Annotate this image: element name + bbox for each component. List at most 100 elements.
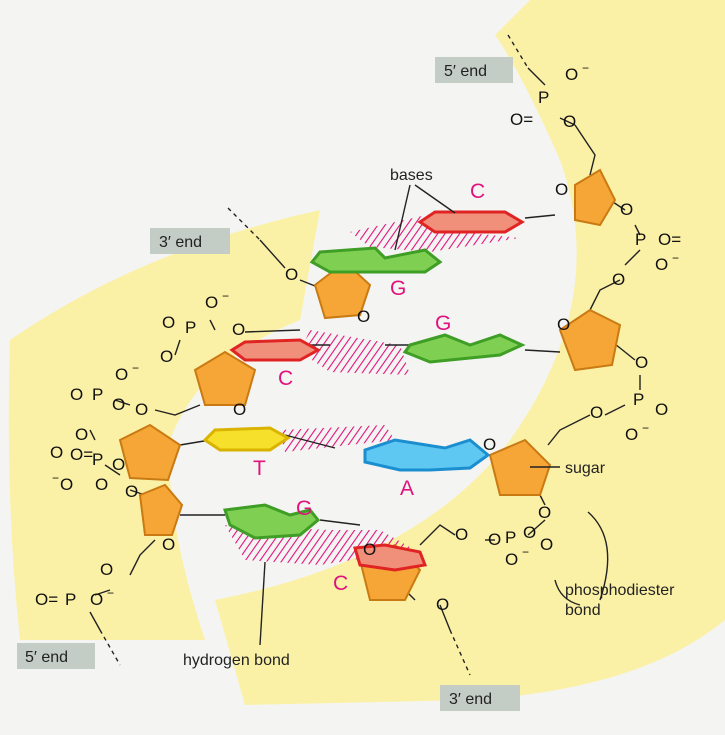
svg-text:O: O bbox=[125, 482, 138, 501]
svg-text:O: O bbox=[612, 270, 625, 289]
bases bbox=[202, 210, 526, 572]
svg-text:−: − bbox=[132, 361, 139, 375]
svg-text:P: P bbox=[92, 385, 103, 404]
svg-text:O: O bbox=[555, 180, 568, 199]
end-label-3-bottom: 3′ end bbox=[440, 685, 520, 711]
base-g-mid bbox=[402, 333, 526, 364]
sugar-right-2 bbox=[558, 308, 622, 372]
hbond-ta bbox=[280, 425, 395, 452]
svg-text:O: O bbox=[357, 307, 370, 326]
svg-text:phosphodiester: phosphodiester bbox=[565, 582, 675, 599]
svg-text:bases: bases bbox=[390, 167, 433, 184]
base-letter-c-low: C bbox=[333, 572, 348, 595]
sugars bbox=[118, 168, 622, 601]
svg-text:O: O bbox=[60, 475, 73, 494]
svg-text:O: O bbox=[233, 400, 246, 419]
svg-text:O: O bbox=[655, 255, 668, 274]
svg-text:O: O bbox=[488, 530, 501, 549]
svg-text:O: O bbox=[75, 425, 88, 444]
svg-text:bond: bond bbox=[565, 602, 601, 619]
svg-text:−: − bbox=[582, 61, 589, 75]
svg-text:−: − bbox=[222, 289, 229, 303]
svg-text:O: O bbox=[135, 400, 148, 419]
base-letters: C G G C T A G C bbox=[253, 180, 485, 595]
svg-text:O: O bbox=[625, 425, 638, 444]
base-letter-g-low: G bbox=[296, 497, 312, 520]
svg-text:O: O bbox=[505, 550, 518, 569]
svg-text:O: O bbox=[620, 200, 633, 219]
svg-text:O=: O= bbox=[658, 230, 681, 249]
svg-text:−: − bbox=[672, 251, 679, 265]
svg-text:O: O bbox=[436, 595, 449, 614]
svg-text:O: O bbox=[112, 395, 125, 414]
svg-text:P: P bbox=[505, 528, 516, 547]
svg-text:sugar: sugar bbox=[565, 460, 606, 477]
svg-text:O: O bbox=[565, 65, 578, 84]
base-g-top bbox=[309, 246, 443, 274]
svg-text:O: O bbox=[285, 265, 298, 284]
base-letter-a: A bbox=[400, 477, 414, 500]
svg-text:O: O bbox=[205, 293, 218, 312]
svg-text:O=: O= bbox=[70, 445, 93, 464]
callout-phosphodiester: phosphodiester bond bbox=[554, 511, 675, 619]
svg-text:O: O bbox=[523, 523, 536, 542]
svg-text:O: O bbox=[557, 315, 570, 334]
svg-text:O: O bbox=[112, 455, 125, 474]
svg-text:O: O bbox=[590, 403, 603, 422]
svg-text:O: O bbox=[635, 353, 648, 372]
base-c-top bbox=[417, 210, 525, 234]
sugar-right-1 bbox=[574, 168, 617, 227]
svg-text:O: O bbox=[95, 475, 108, 494]
svg-text:O: O bbox=[455, 525, 468, 544]
sugar-left-bottom bbox=[138, 483, 184, 536]
base-c-low bbox=[353, 543, 428, 572]
svg-text:−: − bbox=[52, 471, 59, 485]
base-g-low bbox=[222, 503, 321, 540]
svg-text:P: P bbox=[65, 590, 76, 609]
svg-text:O: O bbox=[70, 385, 83, 404]
base-t bbox=[202, 426, 291, 452]
svg-text:O: O bbox=[540, 535, 553, 554]
svg-text:O: O bbox=[363, 540, 376, 559]
svg-text:P: P bbox=[633, 390, 644, 409]
svg-text:P: P bbox=[635, 230, 646, 249]
svg-text:P: P bbox=[185, 318, 196, 337]
sugar-left-low bbox=[118, 423, 182, 482]
svg-text:3′ end: 3′ end bbox=[159, 234, 202, 251]
svg-text:−: − bbox=[522, 545, 529, 559]
svg-text:O: O bbox=[232, 320, 245, 339]
svg-text:O: O bbox=[162, 535, 175, 554]
end-label-3-left: 3′ end bbox=[150, 228, 230, 254]
callout-sugar: sugar bbox=[530, 460, 606, 477]
base-letter-c-top: C bbox=[470, 180, 485, 203]
svg-text:O: O bbox=[160, 347, 173, 366]
base-letter-t: T bbox=[253, 457, 266, 480]
base-letter-c-mid: C bbox=[278, 367, 293, 390]
svg-text:O: O bbox=[538, 503, 551, 522]
svg-text:P: P bbox=[92, 450, 103, 469]
callout-bases: bases bbox=[390, 167, 456, 251]
callout-hydrogen-bond: hydrogen bond bbox=[183, 561, 290, 669]
svg-text:O: O bbox=[90, 590, 103, 609]
atoms-left-strand: O O O − O P O O O O − O P O O O O O= P O… bbox=[35, 265, 370, 609]
svg-text:O: O bbox=[563, 112, 576, 131]
svg-text:O: O bbox=[50, 443, 63, 462]
base-letter-g-mid: G bbox=[435, 312, 451, 335]
svg-text:O: O bbox=[655, 400, 668, 419]
svg-text:5′ end: 5′ end bbox=[444, 63, 487, 80]
base-a bbox=[363, 438, 491, 472]
svg-text:O: O bbox=[100, 560, 113, 579]
svg-text:−: − bbox=[642, 421, 649, 435]
svg-text:P: P bbox=[538, 88, 549, 107]
svg-text:−: − bbox=[107, 586, 114, 600]
left-backbone-band bbox=[8, 210, 320, 640]
sugar-left-mid bbox=[193, 350, 257, 406]
svg-text:5′ end: 5′ end bbox=[25, 649, 68, 666]
hbond-gc-mid bbox=[300, 330, 410, 375]
svg-text:hydrogen bond: hydrogen bond bbox=[183, 652, 290, 669]
svg-text:O=: O= bbox=[510, 110, 533, 129]
end-label-5-top: 5′ end bbox=[435, 57, 513, 83]
svg-text:O: O bbox=[115, 365, 128, 384]
